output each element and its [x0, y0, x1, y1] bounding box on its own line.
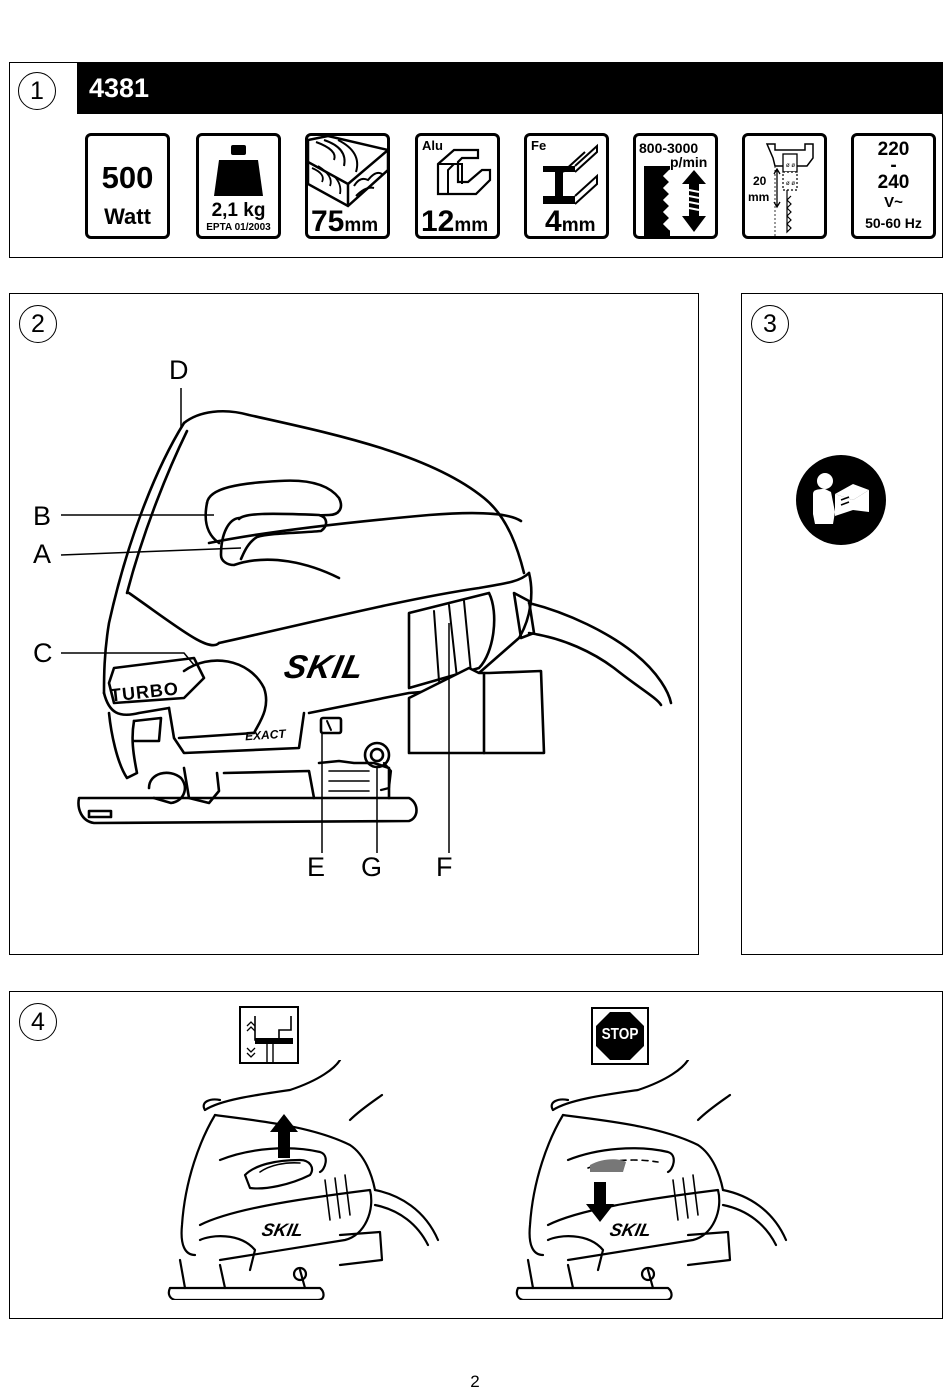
- svg-text:ø ø: ø ø: [786, 163, 795, 169]
- steel-beam-icon: [543, 143, 598, 205]
- fe-value: 4mm: [545, 205, 596, 238]
- alu-value: 12mm: [421, 205, 489, 238]
- lock-on-icon: [239, 1006, 299, 1064]
- weight-value: 2,1 kg: [211, 200, 266, 221]
- stroke-length-unit: mm: [748, 190, 770, 204]
- callout-e: E: [307, 852, 326, 882]
- spec-voltage: 220 - 240 V~ 50-60 Hz: [851, 133, 936, 239]
- panel-1-number: 1: [18, 72, 56, 110]
- frequency: 50-60 Hz: [865, 215, 922, 231]
- callout-b: B: [33, 501, 52, 531]
- panel-4-switch-operation: [9, 991, 943, 1319]
- panel-4-number: 4: [19, 1003, 57, 1041]
- jigsaw-lock-on-illustration: [167, 1060, 440, 1300]
- wood-plank-icon: [308, 136, 387, 208]
- callout-a: A: [33, 539, 52, 569]
- voltage-low: 220: [877, 139, 910, 160]
- stroke-rate-unit: p/min: [670, 154, 708, 170]
- brand-logo-left: SKIL: [259, 1220, 306, 1240]
- callout-f: F: [436, 852, 453, 882]
- brand-logo-right: SKIL: [607, 1220, 654, 1240]
- stroke-length-icon: ø ø ø ø: [765, 143, 814, 236]
- voltage-dash: -: [890, 155, 897, 176]
- voltage-ac: V~: [884, 194, 903, 211]
- svg-text:ø ø: ø ø: [786, 181, 795, 187]
- page-number: 2: [470, 1372, 480, 1391]
- stop-sign-icon: STOP: [591, 1007, 649, 1065]
- voltage-high: 240: [877, 172, 910, 193]
- spec-power: 500 Watt: [85, 133, 170, 239]
- power-value: 500: [101, 160, 154, 195]
- spec-stroke-rate: 800-3000 p/min: [633, 133, 718, 239]
- stroke-rate-value: 800-3000: [639, 140, 699, 156]
- weight-standard: EPTA 01/2003: [206, 222, 271, 233]
- jigsaw-switch-off-illustration: [515, 1060, 788, 1300]
- stroke-length-value: 20: [753, 174, 767, 188]
- callout-g: G: [361, 852, 383, 882]
- weight-icon: [214, 145, 263, 196]
- panel-3-read-manual: [741, 293, 943, 955]
- panel-2-number: 2: [19, 305, 57, 343]
- spec-stroke-length: ø ø ø ø 20 mm: [742, 133, 827, 239]
- spec-aluminium: Alu 12mm: [415, 133, 500, 239]
- aluminium-profile-icon: [436, 148, 492, 196]
- brand-logo: SKIL: [281, 648, 369, 685]
- spec-wood: 75mm: [305, 133, 390, 239]
- power-unit: Watt: [104, 204, 151, 229]
- exact-label: EXACT: [244, 726, 287, 744]
- stroke-rate-icon: [644, 166, 706, 236]
- spec-steel: Fe 4mm: [524, 133, 609, 239]
- wood-value: 75mm: [311, 205, 379, 238]
- model-title-bar: 4381: [77, 62, 943, 114]
- stop-text: STOP: [601, 1026, 639, 1043]
- callout-d: D: [169, 355, 189, 385]
- spec-weight: 2,1 kg EPTA 01/2003: [196, 133, 281, 239]
- panel-3-number: 3: [751, 305, 789, 343]
- alu-label: Alu: [422, 138, 443, 153]
- model-number: 4381: [89, 72, 150, 103]
- read-manual-icon: [796, 455, 886, 545]
- callout-c: C: [33, 638, 53, 668]
- fe-label: Fe: [531, 138, 547, 153]
- jigsaw-illustration: [60, 388, 673, 853]
- stop-octagon: [596, 1012, 644, 1060]
